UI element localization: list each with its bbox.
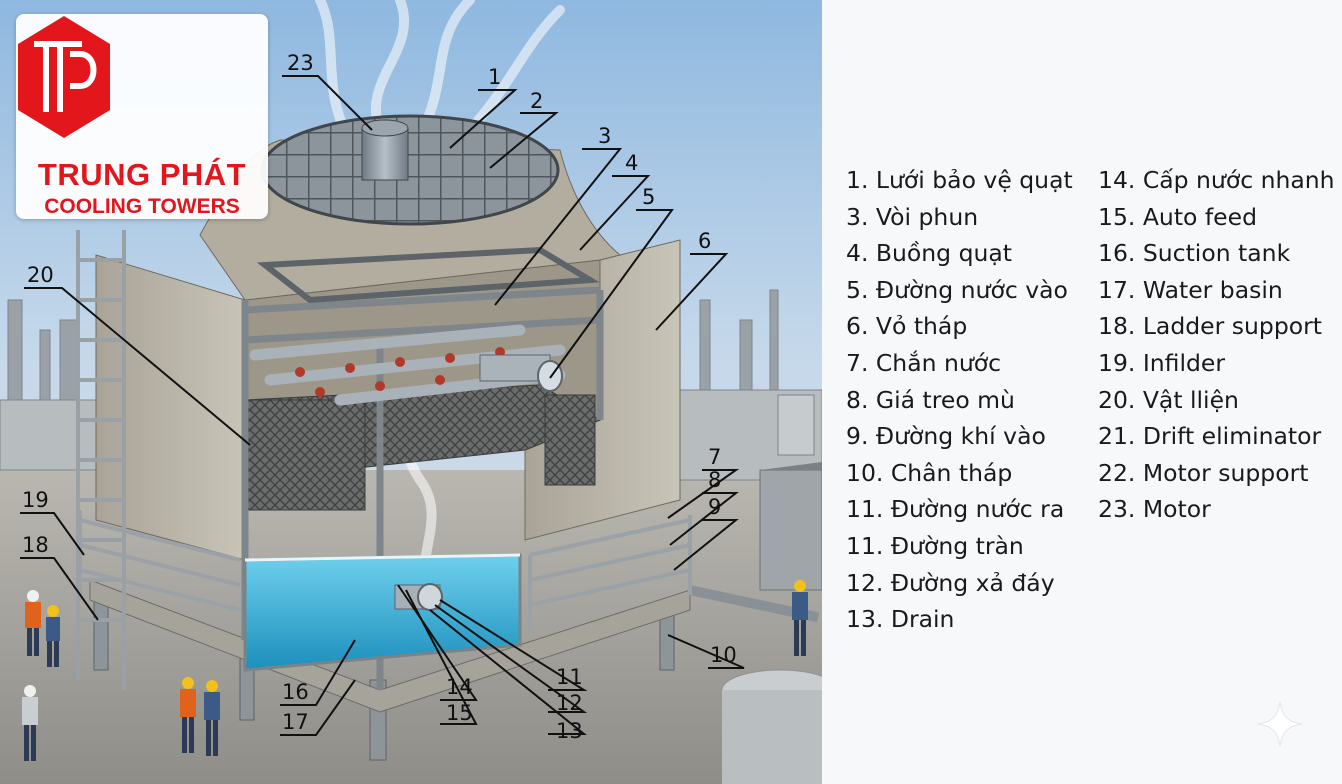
legend-item: 13. Drain xyxy=(846,605,955,634)
callout-18: 18 xyxy=(22,533,49,557)
legend-item: 9. Đường khí vào xyxy=(846,422,1046,451)
callout-1: 1 xyxy=(488,65,501,89)
legend-item: 11. Đường tràn xyxy=(846,531,1024,560)
legend-item: 12. Đường xả đáy xyxy=(846,568,1055,597)
legend-column-right: 14. Cấp nước nhanh 15. Auto feed 16. Suc… xyxy=(1098,162,1342,528)
callout-20: 20 xyxy=(27,263,54,287)
legend-item: 22. Motor support xyxy=(1098,458,1309,487)
legend-item: 3. Vòi phun xyxy=(846,202,979,231)
legend-item: 5. Đường nước vào xyxy=(846,275,1068,304)
callout-23: 23 xyxy=(287,51,314,75)
workers xyxy=(22,580,808,761)
callout-2: 2 xyxy=(530,89,543,113)
legend-item: 11. Đường nước ra xyxy=(846,495,1065,524)
callout-14: 14 xyxy=(446,675,473,699)
brand-name: TRUNG PHÁT xyxy=(37,157,247,192)
cooling-tower-illustration: 23 1 2 3 4 5 6 20 19 18 7 8 9 10 16 17 1… xyxy=(0,0,822,784)
legend-item: 19. Infilder xyxy=(1098,348,1226,377)
legend-item: 17. Water basin xyxy=(1098,275,1283,304)
callout-8: 8 xyxy=(708,468,721,492)
legend-item: 14. Cấp nước nhanh xyxy=(1098,166,1335,194)
tower-scene: 23 1 2 3 4 5 6 20 19 18 7 8 9 10 16 17 1… xyxy=(0,0,822,784)
legend-item: 23. Motor xyxy=(1098,495,1211,524)
legend-item: 8. Giá treo mù xyxy=(846,385,1015,414)
legend-item: 6. Vỏ tháp xyxy=(846,312,968,341)
sparkle-icon xyxy=(1257,701,1303,747)
callout-numbers: 23 1 2 3 4 5 6 20 19 18 7 8 9 10 16 17 1… xyxy=(22,51,737,743)
callout-9: 9 xyxy=(708,495,721,519)
legend-panel: 1. Lưới bảo vệ quạt 3. Vòi phun 4. Buồng… xyxy=(822,0,1342,784)
legend-item: 1. Lưới bảo vệ quạt xyxy=(846,166,1073,194)
legend-item: 10. Chân tháp xyxy=(846,458,1013,487)
callout-5: 5 xyxy=(642,185,655,209)
brand-logo: TRUNG PHÁT COOLING TOWERS xyxy=(16,14,268,219)
callout-12: 12 xyxy=(556,691,583,715)
legend-item: 20. Vật lliện xyxy=(1098,385,1239,414)
callout-19: 19 xyxy=(22,488,49,512)
legend-item: 7. Chắn nước xyxy=(846,348,1002,377)
legend-item: 18. Ladder support xyxy=(1098,312,1322,341)
brand-subtitle: COOLING TOWERS xyxy=(44,195,240,218)
legend-item: 16. Suction tank xyxy=(1098,239,1291,268)
callout-13: 13 xyxy=(556,719,583,743)
callout-7: 7 xyxy=(708,445,721,469)
legend-item: 21. Drift eliminator xyxy=(1098,422,1322,451)
leader-lines xyxy=(20,75,745,736)
callout-17: 17 xyxy=(282,710,309,734)
logo-emblem-icon xyxy=(18,16,110,138)
callout-16: 16 xyxy=(282,680,309,704)
callout-10: 10 xyxy=(710,643,737,667)
callout-4: 4 xyxy=(625,151,638,175)
legend-item: 15. Auto feed xyxy=(1098,202,1257,231)
callout-6: 6 xyxy=(698,229,711,253)
legend-item: 4. Buồng quạt xyxy=(846,239,1012,268)
callout-15: 15 xyxy=(446,701,473,725)
callout-3: 3 xyxy=(598,124,611,148)
legend-column-left: 1. Lưới bảo vệ quạt 3. Vòi phun 4. Buồng… xyxy=(846,162,1106,638)
callout-11: 11 xyxy=(556,665,583,689)
